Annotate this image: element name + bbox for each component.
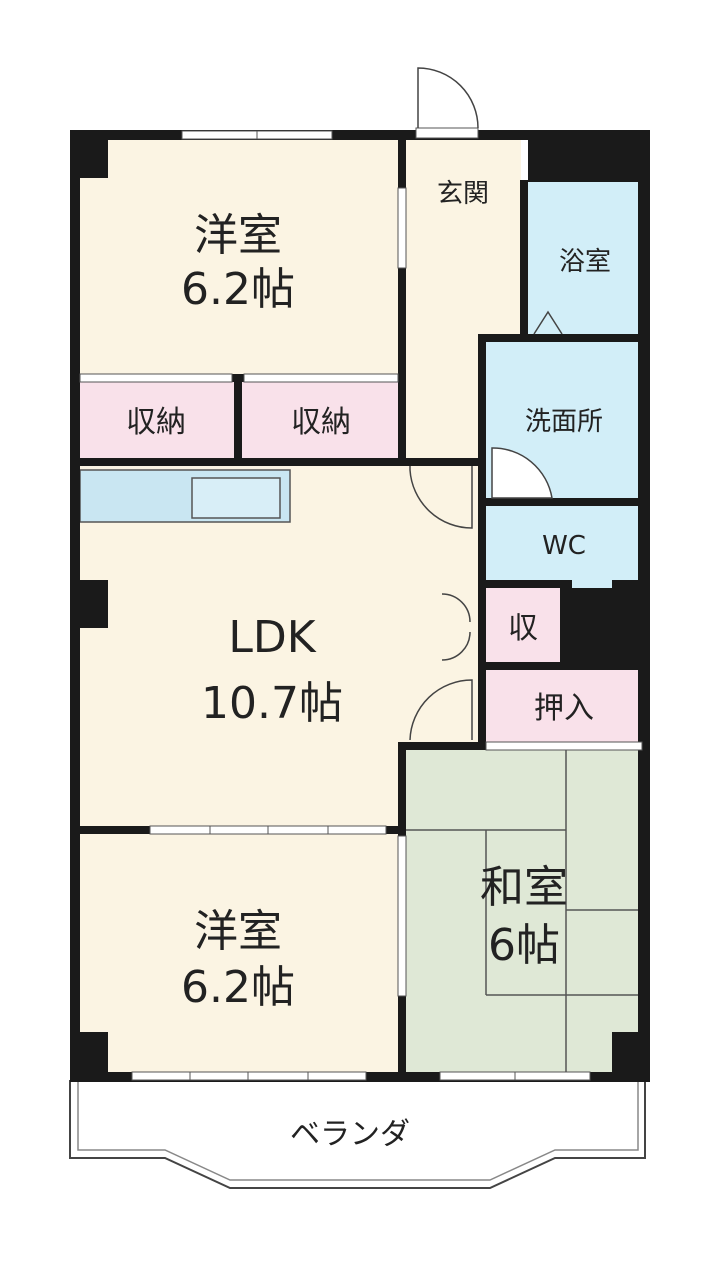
japanese-name: 和室 [480, 862, 568, 913]
japanese-room [406, 750, 642, 1072]
storage-1-label: 収納 [126, 405, 186, 440]
western-bottom-name: 洋室 [194, 906, 282, 957]
western-bottom-size: 6.2帖 [181, 962, 295, 1013]
kitchen-sink [191, 477, 281, 519]
veranda-outline [69, 1080, 646, 1189]
storage-1 [78, 382, 234, 460]
oshiire-label: 押入 [534, 691, 594, 726]
doors [409, 67, 563, 741]
windows [79, 127, 643, 1081]
western-top-name: 洋室 [194, 210, 282, 261]
japanese-size: 6帖 [488, 920, 560, 971]
washroom-label: 洗面所 [525, 407, 603, 437]
small-closet [486, 588, 560, 662]
bathroom [528, 180, 642, 335]
western-top-size: 6.2帖 [181, 264, 295, 315]
closet-small-label: 収 [508, 611, 538, 646]
ldk-lower-part [78, 740, 400, 828]
western-room-top [78, 138, 400, 376]
tatami-lines [406, 750, 642, 1072]
entrance-label: 玄関 [437, 179, 489, 209]
ldk-name: LDK [228, 612, 316, 663]
storage-2-label: 収納 [291, 405, 351, 440]
oshiire-closet [486, 670, 642, 742]
veranda-inner-line [77, 1080, 639, 1181]
veranda-label: ベランダ [290, 1117, 410, 1152]
ldk-size: 10.7帖 [201, 678, 343, 729]
bath-label: 浴室 [559, 247, 611, 277]
western-room-bottom [78, 834, 400, 1072]
wc-label: WC [542, 531, 586, 561]
wc-room [486, 506, 642, 580]
storage-2 [242, 382, 400, 460]
